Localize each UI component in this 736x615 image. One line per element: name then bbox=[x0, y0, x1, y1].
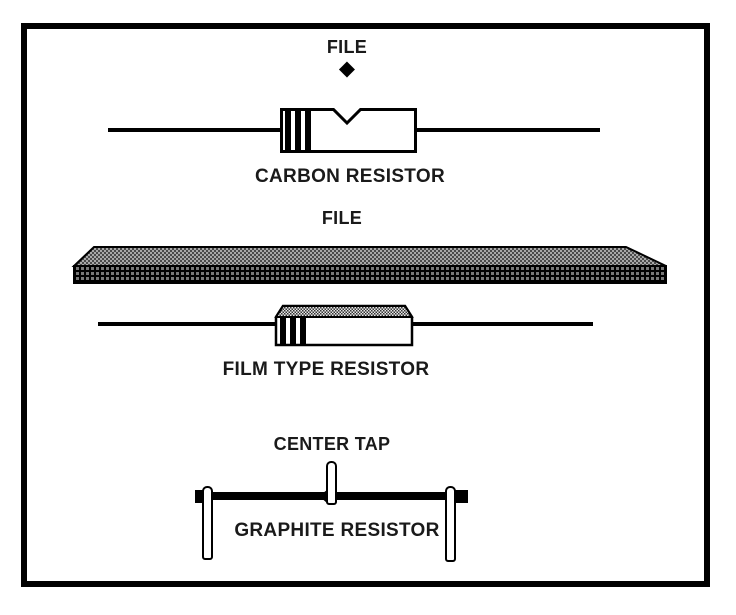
film-color-band-2 bbox=[290, 317, 296, 345]
film-resistor-caption: FILM TYPE RESISTOR bbox=[222, 359, 430, 380]
carbon-color-band-3 bbox=[305, 111, 311, 150]
graphite-right-terminal-pin bbox=[445, 486, 456, 562]
graphite-left-terminal-pin bbox=[202, 486, 213, 560]
carbon-color-band-1 bbox=[285, 111, 291, 150]
film-color-band-1 bbox=[280, 317, 286, 345]
file-top-surface bbox=[71, 246, 667, 267]
film-spiral-groove-band bbox=[274, 305, 414, 318]
carbon-file-notch bbox=[331, 108, 363, 126]
film-color-band-3 bbox=[300, 317, 306, 345]
diamond-marker-icon: ◆ bbox=[338, 57, 356, 80]
carbon-file-pointer-label: FILE bbox=[326, 37, 368, 57]
carbon-color-band-2 bbox=[295, 111, 301, 150]
graphite-bar-left-cap bbox=[195, 490, 204, 503]
file-front-face bbox=[73, 265, 667, 284]
file-tool-illustration bbox=[71, 246, 667, 284]
carbon-resistor-caption: CARBON RESISTOR bbox=[255, 166, 445, 187]
center-tap-label: CENTER TAP bbox=[273, 434, 391, 454]
graphite-bar-right-cap bbox=[455, 490, 468, 503]
graphite-center-tap-pin bbox=[326, 461, 337, 505]
graphite-resistor-caption: GRAPHITE RESISTOR bbox=[234, 520, 440, 541]
graphite-bar-center-wedge bbox=[319, 490, 327, 503]
film-resistor-body bbox=[274, 304, 414, 347]
file-tool-label: FILE bbox=[321, 208, 363, 228]
